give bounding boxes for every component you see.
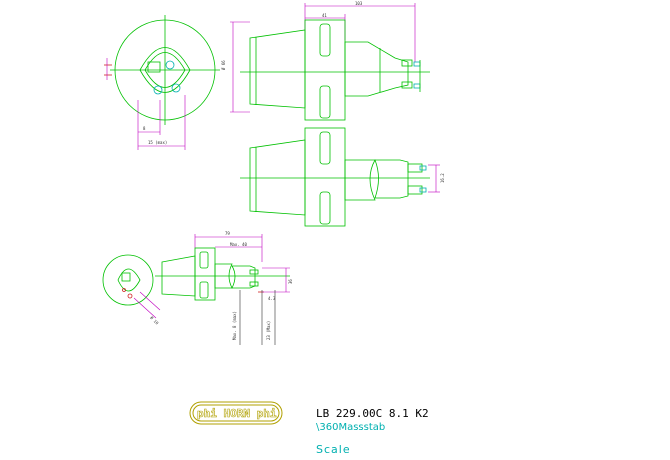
end-view-small: Ø 10 xyxy=(102,254,161,326)
dim-end-w2: 15 (max) xyxy=(148,140,167,145)
dim-small-top: 79 xyxy=(225,231,230,236)
dim-end-w1: 8 xyxy=(143,126,146,131)
logo-text: phi HORN phi xyxy=(197,407,277,420)
side-view-middle: 16.2 xyxy=(240,127,445,227)
dim-side-right: 16.2 xyxy=(440,173,445,183)
end-view-large: 8 15 (max) xyxy=(104,15,220,150)
dim-front-height: Ø 66 xyxy=(221,60,226,70)
part-code: LB 229.00C 8.1 K2 xyxy=(316,407,429,420)
dim-top-a: 41 xyxy=(322,13,327,18)
dim-small-mid: Max. 40 xyxy=(230,242,247,247)
scale-note: \360Massstab xyxy=(316,422,385,433)
side-view-top: 103 41 Ø 66 xyxy=(221,1,430,121)
dim-small-r1: 4.3 xyxy=(268,296,276,301)
dim-small-right: 36 xyxy=(288,279,293,284)
dim-top-overall: 103 xyxy=(355,1,363,6)
svg-text:Ø 10: Ø 10 xyxy=(149,315,160,326)
company-logo: phi HORN phi xyxy=(189,401,283,425)
side-view-small: 79 Max. 40 36 Max. 8 (max) 23 (Max) 4.3 xyxy=(155,231,293,345)
scale-label: Scale xyxy=(316,443,351,456)
dim-small-b2: 23 (Max) xyxy=(266,321,271,340)
dim-small-b1: Max. 8 (max) xyxy=(232,311,237,340)
